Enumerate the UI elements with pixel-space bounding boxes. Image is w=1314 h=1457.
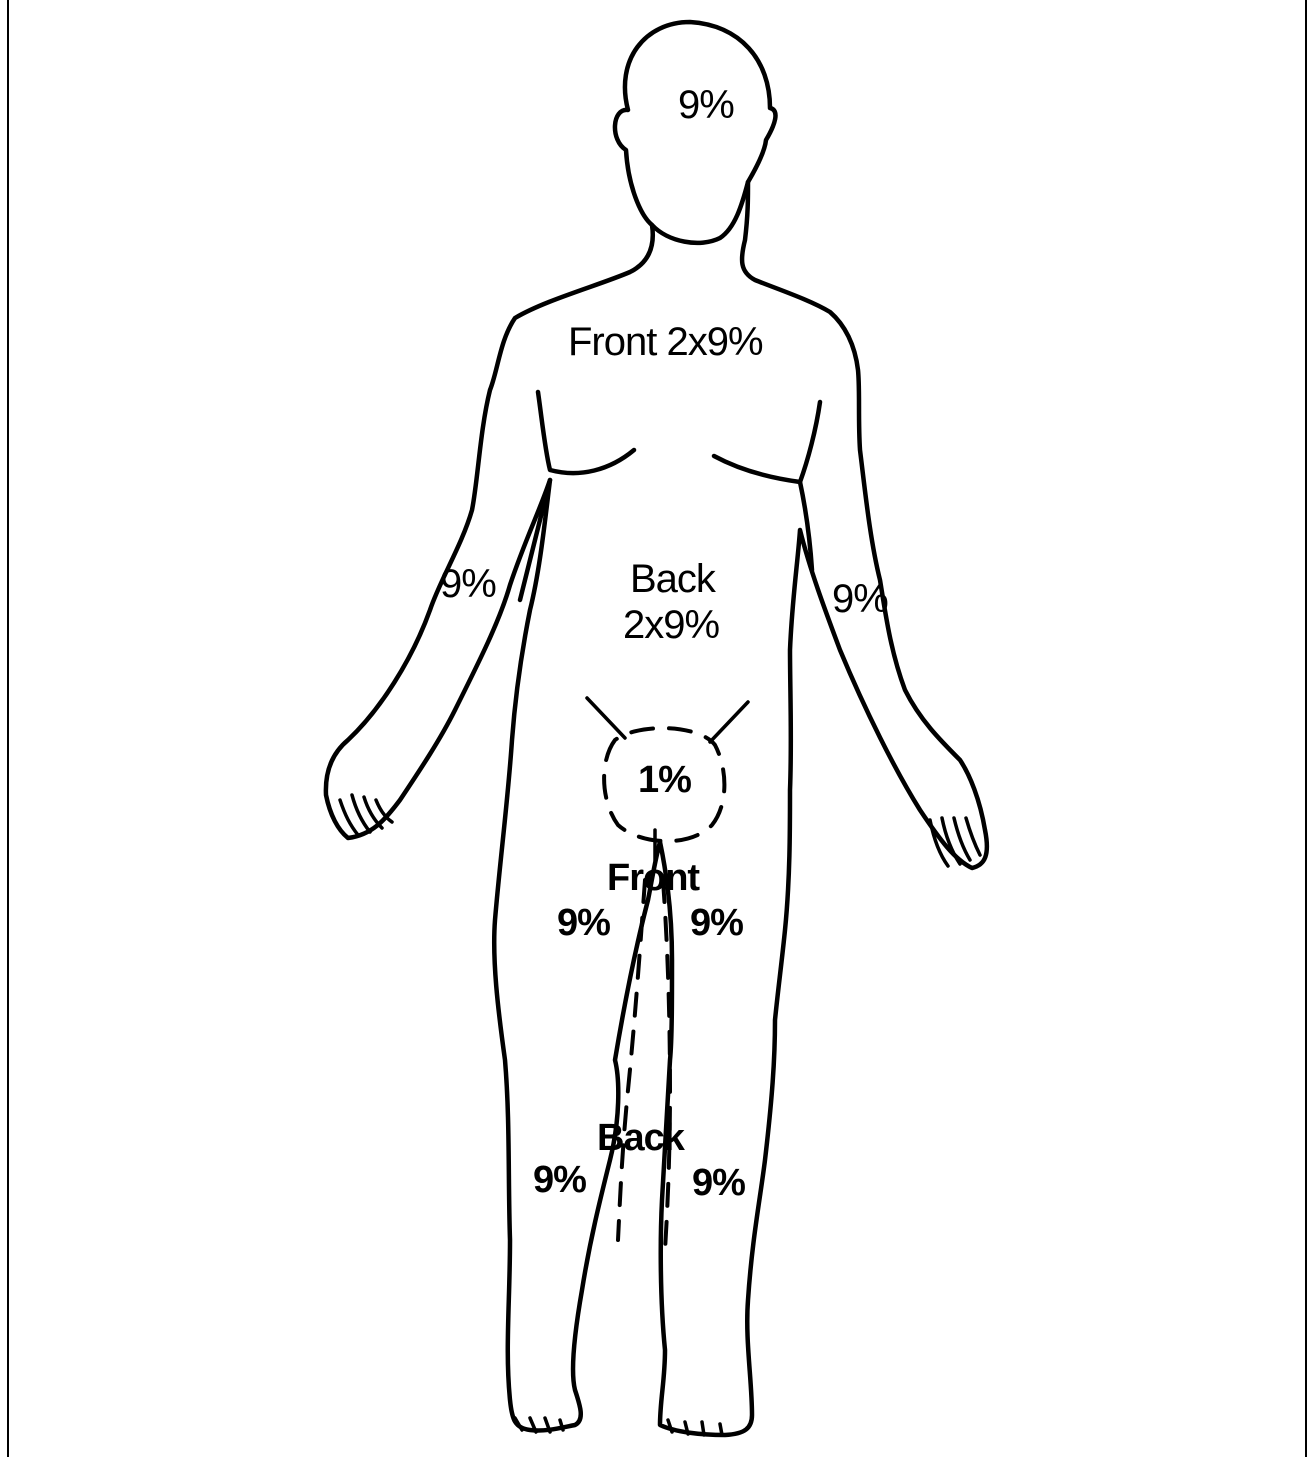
label-leg-front-left: 9% [690,902,743,944]
label-legs-front-title: Front [607,857,700,899]
label-trunk-back-title: Back [630,557,717,601]
head-outline [615,22,776,243]
label-leg-back-right: 9% [533,1159,586,1201]
hand-right-fingers [340,795,392,835]
hand-left-fingers [930,818,980,866]
label-groin: 1% [638,759,691,801]
label-leg-front-right: 9% [557,902,610,944]
chest-line-right [538,392,634,473]
label-arm-left: 9% [832,577,888,621]
label-trunk-back-value: 2x9% [623,603,719,647]
chest-line-left [714,402,820,482]
label-leg-back-left: 9% [692,1162,745,1204]
body-outline [326,182,987,1435]
label-legs-back-title: Back [597,1117,686,1159]
label-trunk-front: Front 2x9% [568,320,763,364]
leg-separator-right [618,880,645,1240]
label-arm-right: 9% [440,562,496,606]
label-head: 9% [678,83,734,127]
